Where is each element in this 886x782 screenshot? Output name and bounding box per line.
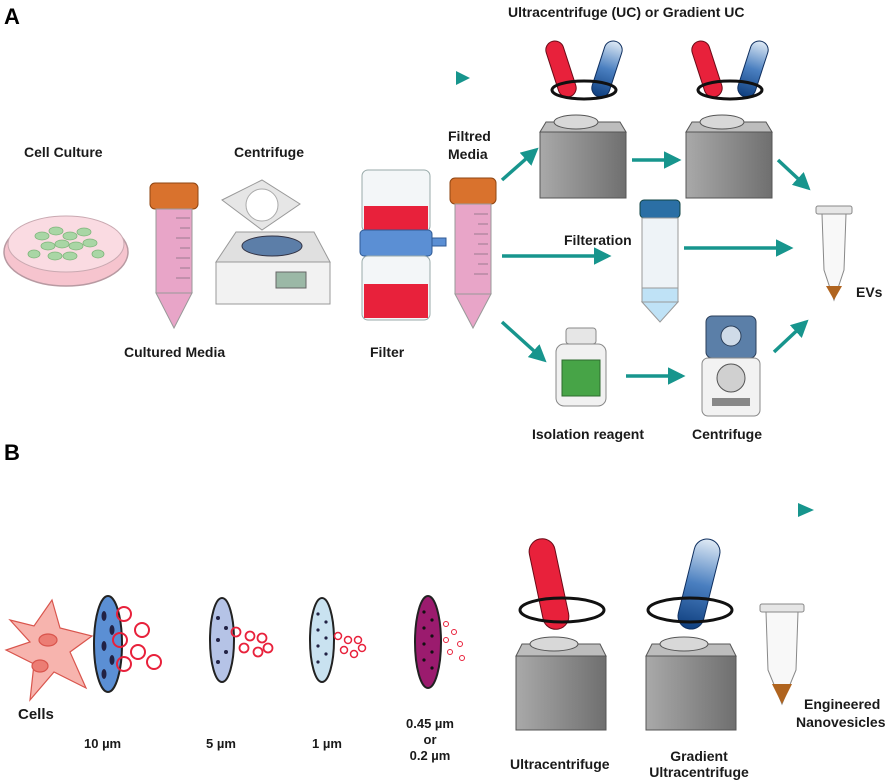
filtred-media-label-2: Media — [448, 146, 488, 162]
ultracentrifuge-icon — [515, 636, 607, 731]
reagent-bottle-icon — [555, 327, 607, 407]
eppendorf-tube-icon — [815, 205, 853, 302]
uc-tube-icon — [545, 40, 623, 98]
rotation-arrow-icon — [646, 596, 734, 624]
vesicle-icon — [230, 626, 274, 658]
conical-tube-icon — [449, 177, 497, 330]
filteration-label: Filteration — [564, 232, 632, 248]
gradient-uc-label-1: Gradient — [670, 748, 728, 764]
cells-label: Cells — [18, 706, 54, 723]
engineered-label-1: Engineered — [804, 696, 881, 712]
vacuum-filter-icon — [359, 169, 447, 321]
isolation-reagent-label: Isolation reagent — [532, 426, 645, 442]
vesicle-icon — [443, 621, 465, 661]
microcentrifuge-icon — [701, 315, 761, 417]
falcon-tube-icon — [639, 199, 681, 323]
membrane-filter-icon — [414, 595, 442, 689]
vesicle-icon — [333, 631, 367, 659]
centrifuge-label: Centrifuge — [234, 144, 304, 160]
rotation-arrow-icon — [696, 79, 764, 101]
cultured-media-label: Cultured Media — [124, 344, 226, 360]
ultracentrifuge-icon — [645, 636, 737, 731]
uc-tube-icon — [528, 538, 570, 630]
uc-tube-icon — [677, 538, 721, 630]
membrane-filter-icon — [93, 595, 123, 693]
cell-icon — [4, 598, 94, 702]
cell-culture-label: Cell Culture — [24, 144, 103, 160]
pore-small-label-1: 0.45 µm — [406, 716, 454, 731]
evs-label: EVs — [856, 284, 883, 300]
uc-title-label: Ultracentrifuge (UC) or Gradient UC — [508, 4, 745, 20]
conical-tube-icon — [149, 182, 199, 330]
vesicle-icon — [112, 606, 162, 672]
pore-10-label: 10 µm — [84, 736, 122, 751]
rotation-arrow-icon — [550, 79, 618, 101]
pore-5-label: 5 µm — [206, 736, 236, 751]
timeline-arrow-a — [30, 71, 470, 85]
membrane-filter-icon — [309, 597, 335, 683]
timeline-arrow-b — [30, 503, 814, 517]
benchtop-centrifuge-icon — [215, 179, 331, 305]
pore-small-label-2: or — [423, 732, 437, 747]
gradient-uc-label-2: Ultracentrifuge — [649, 764, 749, 780]
membrane-filter-icon — [209, 597, 235, 683]
filter-label: Filter — [370, 344, 405, 360]
centrifuge-2-label: Centrifuge — [692, 426, 762, 442]
ultracentrifuge-icon — [685, 114, 773, 199]
panel-a-label: A — [4, 4, 20, 29]
rotation-arrow-icon — [518, 596, 606, 624]
eppendorf-tube-icon — [759, 603, 805, 706]
pore-small-label-3: 0.2 µm — [409, 748, 451, 763]
panel-b-label: B — [4, 440, 20, 465]
ultracentrifuge-label: Ultracentrifuge — [510, 756, 610, 772]
petri-dish-icon — [3, 215, 129, 287]
uc-tube-icon — [691, 40, 769, 98]
flow-arrows-a — [500, 147, 811, 385]
engineered-label-2: Nanovesicles — [796, 714, 886, 730]
ultracentrifuge-icon — [539, 114, 627, 199]
filtred-media-label-1: Filtred — [448, 128, 491, 144]
pore-1-label: 1 µm — [312, 736, 342, 751]
